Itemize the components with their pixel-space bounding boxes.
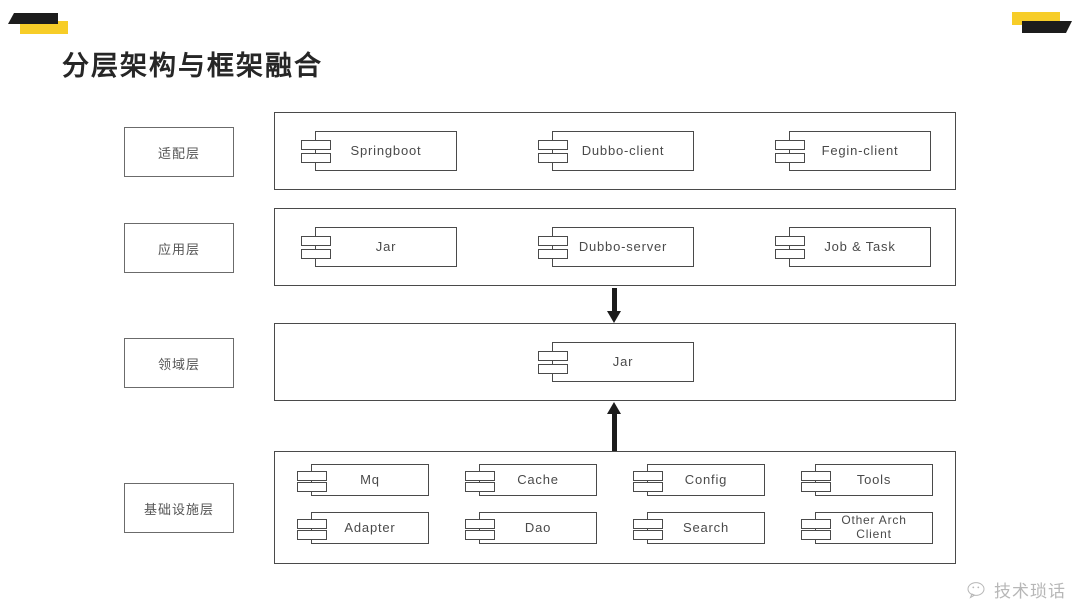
component-tab-icon [465, 481, 495, 492]
component-tab-icon [538, 235, 568, 246]
layer-label-adapter: 适配层 [124, 127, 234, 177]
component-tab-icon [801, 481, 831, 492]
component-label: Jar [552, 342, 694, 382]
component-dubbo-server[interactable]: Dubbo-server [538, 227, 694, 267]
component-tab-icon [775, 153, 805, 164]
component-adapter[interactable]: Adapter [297, 512, 429, 544]
layer-row-domain: 领域层 Jar [0, 323, 1080, 401]
component-tab-icon [633, 471, 663, 482]
component-tab-icon [801, 471, 831, 482]
component-label: Adapter [311, 512, 429, 544]
component-tab-icon [538, 364, 568, 375]
corner-mark-left-black-bar [8, 13, 58, 24]
layer-row-infrastructure: 基础设施层 Mq Cache Config Tools [0, 451, 1080, 564]
page-title: 分层架构与框架融合 [62, 51, 323, 81]
component-tools[interactable]: Tools [801, 464, 933, 496]
component-tab-icon [775, 249, 805, 260]
watermark: 技术琐话 [967, 577, 1066, 602]
component-tab-icon [801, 529, 831, 540]
component-tab-icon [301, 139, 331, 150]
layer-panel-domain: Jar [274, 323, 956, 401]
layer-panel-infrastructure: Mq Cache Config Tools Adapter [274, 451, 956, 564]
component-label: Cache [479, 464, 597, 496]
watermark-text: 技术琐话 [994, 582, 1066, 601]
component-label: Fegin-client [789, 131, 931, 171]
component-jar-app[interactable]: Jar [301, 227, 457, 267]
component-label: Mq [311, 464, 429, 496]
component-config[interactable]: Config [633, 464, 765, 496]
corner-mark-right-black-bar [1022, 21, 1072, 33]
layer-panel-application: Jar Dubbo-server Job & Task [274, 208, 956, 286]
layer-label-domain: 领域层 [124, 338, 234, 388]
component-tab-icon [297, 481, 327, 492]
component-job-and-task[interactable]: Job & Task [775, 227, 931, 267]
component-tab-icon [465, 471, 495, 482]
component-tab-icon [633, 481, 663, 492]
component-label: Config [647, 464, 765, 496]
component-tab-icon [538, 153, 568, 164]
component-tab-icon [297, 471, 327, 482]
component-cache[interactable]: Cache [465, 464, 597, 496]
component-mq[interactable]: Mq [297, 464, 429, 496]
component-jar-domain[interactable]: Jar [538, 342, 694, 382]
component-tab-icon [633, 529, 663, 540]
component-label: Job & Task [789, 227, 931, 267]
component-label: Jar [315, 227, 457, 267]
component-tab-icon [301, 235, 331, 246]
arrow-shaft [612, 288, 617, 312]
component-springboot[interactable]: Springboot [301, 131, 457, 171]
arrow-head-icon [607, 311, 621, 323]
component-tab-icon [301, 153, 331, 164]
component-label: Tools [815, 464, 933, 496]
corner-mark-right [1010, 10, 1072, 36]
component-label: Search [647, 512, 765, 544]
component-fegin-client[interactable]: Fegin-client [775, 131, 931, 171]
component-label: Dubbo-server [552, 227, 694, 267]
component-other-arch-client[interactable]: Other Arch Client [801, 512, 933, 544]
component-search[interactable]: Search [633, 512, 765, 544]
component-label: Other Arch Client [815, 512, 933, 544]
component-label: Dubbo-client [552, 131, 694, 171]
component-tab-icon [538, 249, 568, 260]
component-dao[interactable]: Dao [465, 512, 597, 544]
component-tab-icon [775, 235, 805, 246]
layer-label-application: 应用层 [124, 223, 234, 273]
layer-row-application: 应用层 Jar Dubbo-server Job & Task [0, 208, 1080, 286]
component-tab-icon [538, 350, 568, 361]
component-label: Dao [479, 512, 597, 544]
component-dubbo-client[interactable]: Dubbo-client [538, 131, 694, 171]
arrow-head-icon [607, 402, 621, 414]
component-tab-icon [801, 519, 831, 530]
component-tab-icon [538, 139, 568, 150]
component-tab-icon [301, 249, 331, 260]
corner-mark-left [8, 10, 70, 36]
layer-label-infrastructure: 基础设施层 [124, 483, 234, 533]
component-tab-icon [465, 529, 495, 540]
arrow-infra-to-domain [607, 402, 621, 452]
arrow-shaft [612, 413, 617, 452]
component-tab-icon [465, 519, 495, 530]
component-tab-icon [297, 529, 327, 540]
layer-row-adapter: 适配层 Springboot Dubbo-client Fegin-client [0, 112, 1080, 190]
component-tab-icon [633, 519, 663, 530]
component-tab-icon [297, 519, 327, 530]
component-tab-icon [775, 139, 805, 150]
component-label: Springboot [315, 131, 457, 171]
arrow-app-to-domain [607, 288, 621, 323]
wechat-bubble-icon [967, 581, 985, 599]
layer-panel-adapter: Springboot Dubbo-client Fegin-client [274, 112, 956, 190]
corner-mark-left-yellow-bar [20, 21, 68, 34]
